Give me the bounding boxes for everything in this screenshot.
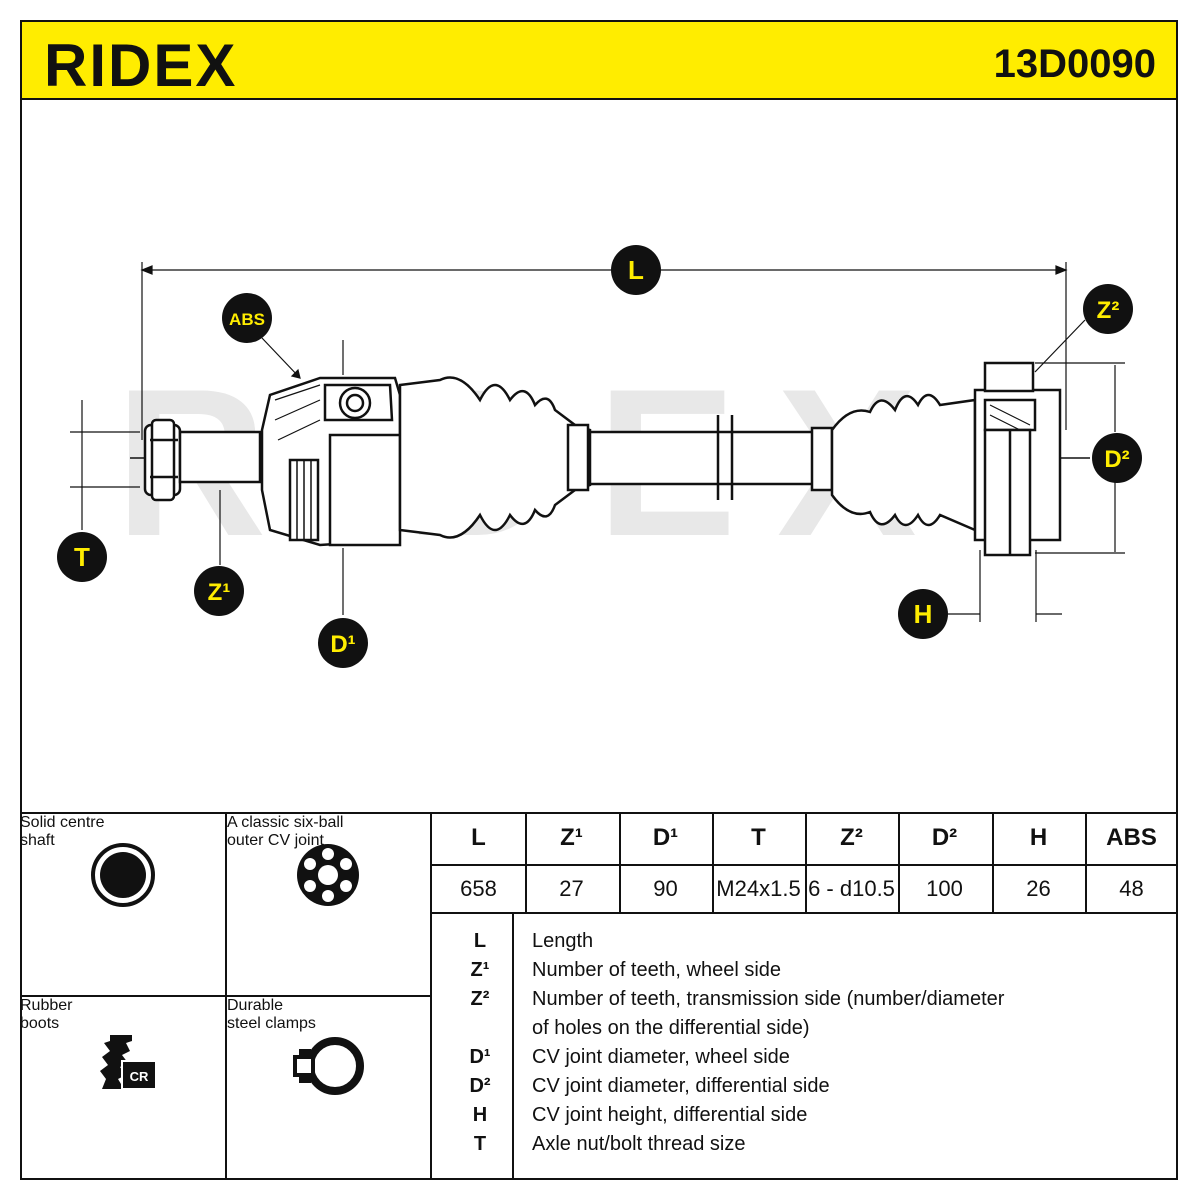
marker-D2: D² [1092, 433, 1142, 483]
feature-rubber-boots: CR Rubber boots [20, 997, 225, 1180]
specs-header-line [430, 864, 1178, 866]
spec-header: D¹ [652, 824, 679, 851]
marker-D1: D¹ [318, 618, 368, 668]
spec-value: 100 [926, 876, 963, 901]
six-ball-joint-icon [297, 844, 359, 906]
rubber-boot-icon: CR [100, 1035, 157, 1090]
marker-H: H [898, 589, 948, 639]
specs-col-divider [992, 814, 994, 914]
specs-col-divider [619, 814, 621, 914]
brand-logo: RIDEX [44, 32, 238, 99]
feature-label: outer CV joint [227, 832, 324, 849]
spec-header: H [1029, 824, 1048, 851]
svg-text:D²: D² [1104, 446, 1129, 473]
spec-header: Z² [840, 824, 863, 851]
specs-col-divider [805, 814, 807, 914]
feature-steel-clamps: Durable steel clamps [227, 997, 430, 1180]
feature-label: Rubber [20, 997, 73, 1014]
legend-description: of holes on the differential side) [532, 1017, 810, 1039]
centre-shaft [588, 415, 817, 500]
legend-key: D¹ [469, 1046, 491, 1068]
spec-value: 48 [1119, 876, 1144, 901]
section-divider [20, 812, 1178, 814]
legend-key: H [472, 1104, 488, 1126]
feature-label: steel clamps [227, 1015, 316, 1032]
specs-col-divider [1085, 814, 1087, 914]
steel-clamp-icon [293, 1037, 364, 1095]
svg-text:Z²: Z² [1097, 297, 1120, 324]
svg-text:D¹: D¹ [330, 631, 355, 658]
feature-label: A classic six-ball [227, 814, 344, 831]
legend-description: Length [532, 930, 594, 952]
feature-label: Durable [227, 997, 284, 1014]
spec-value: 90 [653, 876, 678, 901]
spec-value: 27 [559, 876, 584, 901]
legend-key: D² [469, 1075, 491, 1097]
legend-description: CV joint diameter, differential side [532, 1075, 830, 1097]
legend-key: Z¹ [470, 959, 490, 981]
spec-header: L [471, 824, 486, 851]
svg-text:ABS: ABS [229, 310, 265, 329]
spec-header: ABS [1106, 824, 1157, 851]
transmission-side-boot [810, 393, 977, 532]
legend-description: CV joint diameter, wheel side [532, 1046, 790, 1068]
legend-divider [512, 914, 514, 1180]
svg-text:H: H [914, 599, 933, 629]
header-bar: RIDEX 13D0090 [20, 20, 1178, 100]
svg-text:L: L [628, 255, 644, 285]
legend-key: Z² [470, 988, 490, 1010]
spec-header: D² [931, 824, 958, 851]
marker-ABS: ABS [222, 293, 272, 343]
inner-cv-joint [973, 361, 1062, 557]
spec-value: M24x1.5 [716, 876, 801, 901]
dimension-lines [70, 262, 1125, 622]
marker-Z1: Z¹ [194, 566, 244, 616]
spec-value: 6 - d10.5 [808, 876, 895, 901]
svg-text:T: T [74, 542, 90, 572]
marker-T: T [57, 532, 107, 582]
feature-label: shaft [20, 832, 55, 849]
legend-key: L [473, 930, 487, 952]
legend-description: Axle nut/bolt thread size [532, 1133, 746, 1155]
legend-description: Number of teeth, transmission side (numb… [532, 988, 1005, 1010]
spec-value: 658 [460, 876, 497, 901]
specs-bottom-line [430, 912, 1178, 914]
marker-L: L [611, 245, 661, 295]
feature-label: boots [20, 1015, 60, 1032]
outer-cv-joint [260, 376, 402, 547]
solid-shaft-icon [91, 843, 155, 907]
part-number: 13D0090 [993, 42, 1156, 86]
drive-shaft-diagram: RIDEX [57, 245, 1142, 668]
feature-label: Solid centre [20, 814, 105, 831]
feature-solid-shaft: Solid centre shaft [20, 814, 225, 995]
legend-key: T [473, 1133, 487, 1155]
marker-Z2: Z² [1083, 284, 1133, 334]
spec-header: Z¹ [560, 824, 583, 851]
spec-value: 26 [1026, 876, 1051, 901]
legend-description: CV joint height, differential side [532, 1104, 808, 1126]
svg-text:CR: CR [130, 1069, 149, 1084]
legend-description: Number of teeth, wheel side [532, 959, 782, 981]
svg-text:Z¹: Z¹ [208, 579, 231, 606]
spec-header: T [751, 824, 766, 851]
wheel-side-stub [143, 418, 262, 502]
specs-col-divider [712, 814, 714, 914]
specs-col-divider [525, 814, 527, 914]
feature-row-divider [20, 995, 432, 997]
specs-col-divider [898, 814, 900, 914]
wheel-side-boot [398, 376, 592, 539]
feature-six-ball-joint: A classic six-ball outer CV joint [227, 814, 430, 995]
